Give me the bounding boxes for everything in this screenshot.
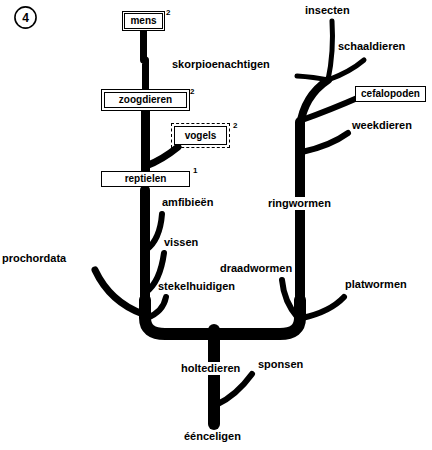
taxon-name: reptielen bbox=[125, 174, 167, 184]
taxon-label: draadwormen bbox=[220, 262, 292, 275]
trunk-connector bbox=[144, 31, 146, 89]
taxon-label: vissen bbox=[164, 236, 198, 249]
taxon-label: sponsen bbox=[258, 358, 303, 371]
taxon-name: 4 bbox=[22, 12, 29, 24]
trunk-connector bbox=[145, 111, 146, 171]
taxon-label: schaaldieren bbox=[338, 40, 405, 53]
taxon-label: weekdieren bbox=[352, 119, 412, 132]
footnote-number: 2 bbox=[233, 122, 237, 130]
taxon-label: platwormen bbox=[345, 278, 407, 291]
taxon-name: mens bbox=[130, 16, 156, 26]
taxon-box: zoogdieren2 bbox=[101, 89, 190, 111]
taxon-box: vogels2 bbox=[174, 126, 227, 145]
taxon-label: éénceligen bbox=[184, 430, 241, 443]
taxon-name: zoogdieren bbox=[119, 95, 172, 105]
taxon-label: insecten bbox=[305, 4, 350, 17]
taxon-box: cefalopoden bbox=[355, 86, 426, 102]
taxon-label: skorpioenachtigen bbox=[172, 58, 270, 71]
taxon-box: reptielen1 bbox=[101, 171, 190, 187]
taxon-label: prochordata bbox=[2, 252, 66, 265]
footnote-number: 2 bbox=[190, 88, 194, 96]
taxon-label: stekelhuidigen bbox=[158, 280, 235, 293]
taxon-box: mens2 bbox=[122, 11, 165, 31]
footnote-number: 1 bbox=[193, 167, 197, 175]
taxon-label: holtedieren bbox=[179, 362, 242, 375]
taxon-name: cefalopoden bbox=[361, 89, 420, 99]
figure-number: 4 bbox=[14, 6, 37, 29]
taxon-label: amfibieën bbox=[162, 196, 213, 209]
taxon-label: ringwormen bbox=[266, 197, 333, 210]
taxon-name: vogels bbox=[185, 131, 217, 141]
footnote-number: 2 bbox=[166, 9, 170, 17]
